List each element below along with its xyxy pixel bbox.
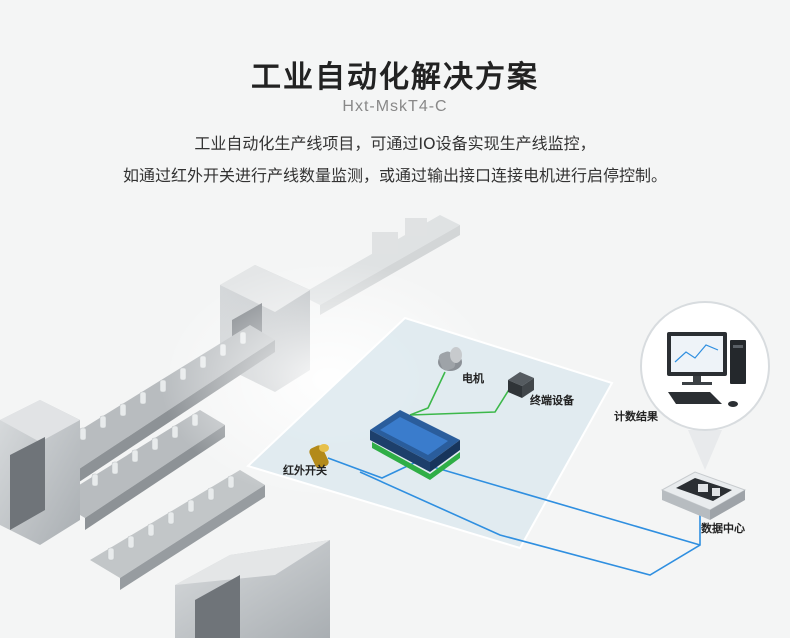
pc-tower-icon	[730, 340, 746, 384]
count-result-label: 计数结果	[614, 409, 658, 423]
io-module-icon	[370, 410, 460, 480]
front-machine	[175, 540, 330, 638]
monitor-icon	[667, 332, 727, 385]
motor-icon	[438, 347, 462, 371]
terminal-device-icon	[508, 372, 534, 398]
mouse-icon	[728, 401, 738, 407]
left-machine	[0, 400, 80, 545]
connection-lines	[327, 371, 701, 576]
keyboard-icon	[668, 392, 722, 404]
infrared-switch-icon	[309, 444, 329, 469]
page-title: 工业自动化解决方案	[251, 60, 539, 95]
model-number: Hxt-MskT4-C	[342, 98, 448, 115]
description-line-2: 如通过红外开关进行产线数量监测，或通过输出接口连接电机进行启停控制。	[122, 166, 667, 185]
data-center-label: 数据中心	[701, 521, 745, 535]
computer-bubble	[640, 301, 770, 470]
infrared-switch-label: 红外开关	[283, 463, 327, 477]
description-line-1: 工业自动化生产线项目，可通过IO设备实现生产线监控，	[194, 134, 596, 153]
motor-label: 电机	[462, 371, 484, 385]
terminal-device-label: 终端设备	[530, 393, 575, 407]
data-center-icon	[660, 471, 747, 520]
